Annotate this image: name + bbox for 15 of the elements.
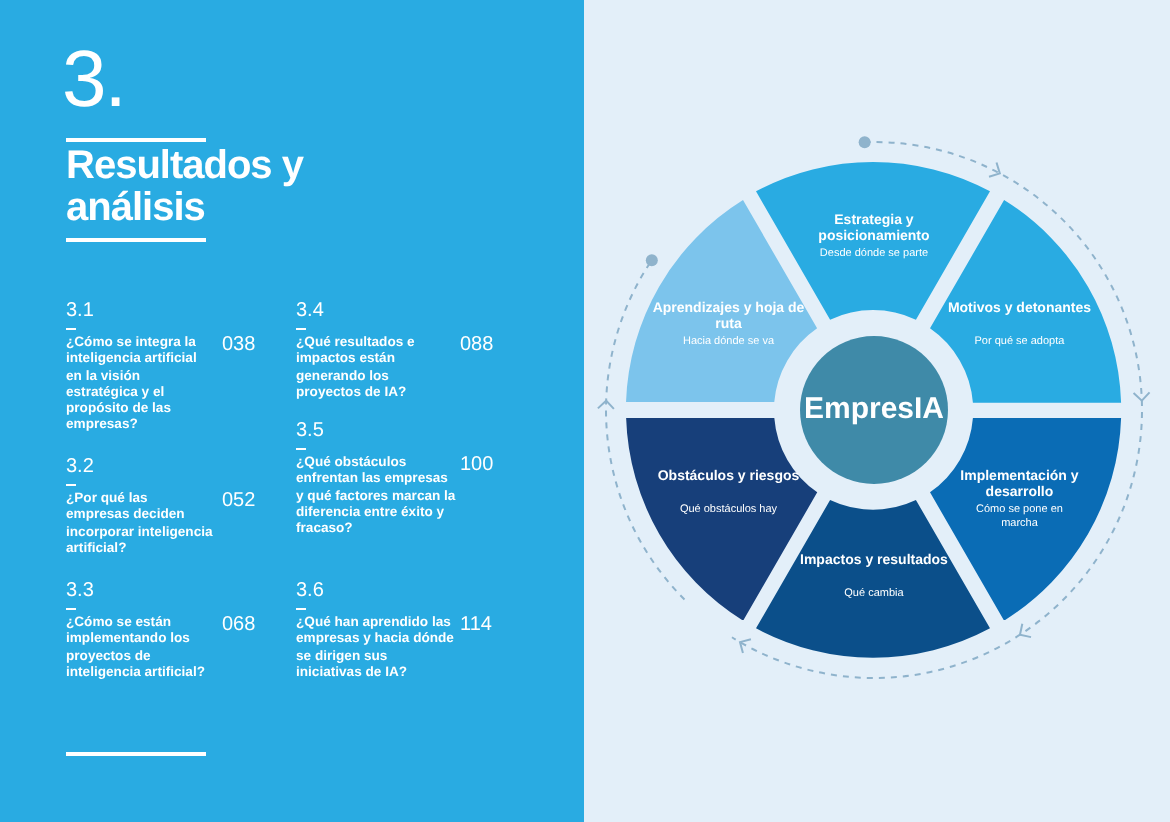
chapter-number: 3.3 bbox=[66, 580, 94, 604]
page-number: 088 bbox=[460, 334, 494, 358]
chapter-number: 3.2 bbox=[66, 456, 94, 480]
chapter-number: 3.1 bbox=[66, 300, 94, 324]
page-number: 114 bbox=[460, 614, 492, 638]
page-number: 038 bbox=[222, 334, 256, 358]
page-number: 052 bbox=[222, 490, 256, 514]
page-number: 100 bbox=[460, 454, 494, 478]
chapter-number: 3.6 bbox=[296, 580, 324, 604]
center-label: EmpresIA bbox=[801, 392, 947, 428]
section-number: 3. bbox=[62, 36, 125, 124]
section-title: Resultados y análisis bbox=[66, 146, 306, 230]
chapter-number: 3.4 bbox=[296, 300, 324, 324]
page-number: 068 bbox=[222, 614, 256, 638]
chapter-number: 3.5 bbox=[296, 420, 324, 444]
